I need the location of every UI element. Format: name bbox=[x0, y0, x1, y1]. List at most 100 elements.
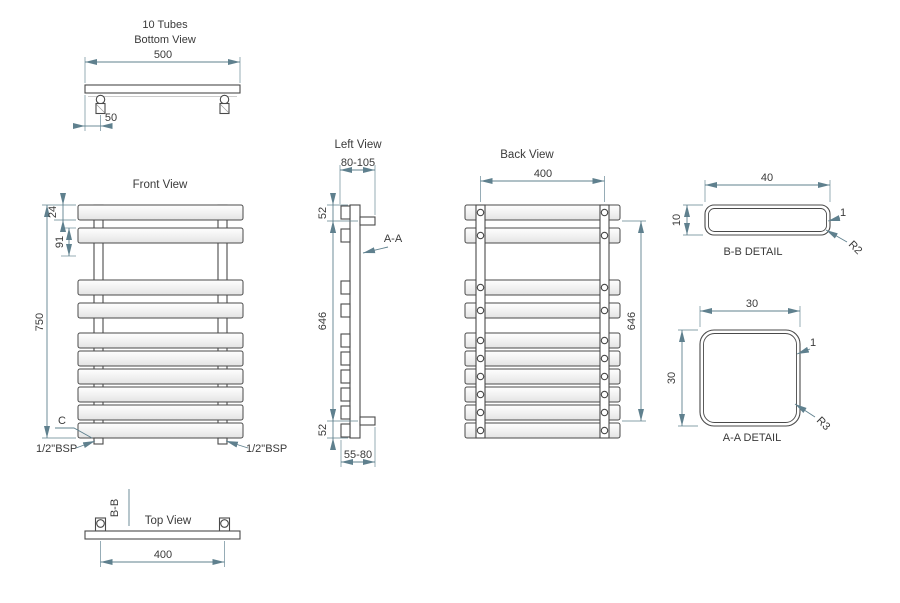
dim-50: 50 bbox=[73, 95, 117, 131]
tube bbox=[77, 332, 244, 349]
tube bbox=[464, 404, 621, 421]
dim-400-top-label: 400 bbox=[154, 549, 172, 561]
aa-detail: 30 30 1 R3 A-A DETAIL bbox=[666, 298, 832, 444]
section-b-b: B-B bbox=[109, 489, 130, 526]
bottom-view-title: Bottom View bbox=[134, 34, 196, 46]
bottom-view-tube-bar bbox=[84, 84, 241, 94]
dim-30-left-label: 30 bbox=[666, 372, 678, 384]
dim-10-label: 10 bbox=[671, 214, 683, 226]
dim-52-bottom: 52 bbox=[317, 409, 348, 450]
dim-750: 750 bbox=[34, 204, 76, 439]
tube-tab bbox=[340, 423, 351, 438]
bsp-left: 1/2"BSP bbox=[36, 440, 96, 455]
dim-30-top-label: 30 bbox=[746, 298, 758, 310]
top-fitting-right bbox=[218, 517, 231, 532]
label-c: C bbox=[55, 415, 93, 439]
tube bbox=[464, 350, 621, 367]
tube bbox=[464, 204, 621, 221]
tube-tab bbox=[340, 405, 351, 420]
dim-80-105: 80-105 bbox=[339, 157, 376, 215]
tube-tab bbox=[340, 387, 351, 402]
dim-wall-aa-label: 1 bbox=[810, 337, 816, 349]
dim-52-bottom-label: 52 bbox=[317, 424, 329, 436]
tube bbox=[464, 227, 621, 244]
top-fitting-left bbox=[94, 517, 107, 532]
dim-r2: R2 bbox=[825, 229, 864, 257]
tube-tab bbox=[340, 303, 351, 318]
tube bbox=[464, 368, 621, 385]
left-view: Left View 80-105 52 646 bbox=[317, 139, 403, 467]
dim-500: 500 bbox=[84, 49, 241, 83]
dim-750-label: 750 bbox=[34, 313, 46, 331]
tube-tab bbox=[340, 228, 351, 243]
tube bbox=[77, 350, 244, 367]
tube-tab bbox=[340, 333, 351, 348]
dim-500-label: 500 bbox=[154, 49, 172, 61]
dim-91-label: 91 bbox=[54, 236, 66, 248]
front-view: Front View 750 24 91 bbox=[34, 179, 287, 455]
dim-24: 24 bbox=[47, 193, 76, 232]
front-view-title: Front View bbox=[133, 179, 188, 191]
front-bottom-fittings bbox=[93, 437, 228, 445]
left-view-rail bbox=[349, 204, 361, 439]
dim-52-top-label: 52 bbox=[317, 207, 329, 219]
dim-646-back-label: 646 bbox=[626, 312, 638, 330]
front-tubes bbox=[77, 204, 244, 439]
left-view-tube-tabs bbox=[340, 205, 351, 438]
section-b-b-label: B-B bbox=[109, 499, 121, 517]
bb-outer-profile bbox=[704, 204, 831, 236]
dim-80-105-label: 80-105 bbox=[341, 157, 375, 169]
dim-646-left: 646 bbox=[317, 221, 358, 422]
aa-outer-profile bbox=[699, 329, 801, 427]
dim-400-back-label: 400 bbox=[534, 168, 552, 180]
tube bbox=[464, 302, 621, 319]
aa-detail-title: A-A DETAIL bbox=[723, 432, 781, 444]
dim-r3-label: R3 bbox=[814, 415, 832, 433]
dim-646-left-label: 646 bbox=[317, 312, 329, 330]
dim-40: 40 bbox=[704, 172, 831, 202]
back-view: Back View 400 646 bbox=[464, 149, 646, 439]
aa-inner-profile bbox=[703, 333, 797, 423]
back-view-title: Back View bbox=[500, 149, 554, 161]
tube bbox=[77, 279, 244, 296]
bsp-right: 1/2"BSP bbox=[225, 440, 287, 455]
tube bbox=[77, 422, 244, 439]
dim-30-left: 30 bbox=[666, 329, 698, 427]
dim-r2-label: R2 bbox=[846, 239, 864, 257]
tube bbox=[77, 368, 244, 385]
dim-wall-bb-label: 1 bbox=[840, 207, 846, 219]
back-rails bbox=[475, 204, 610, 439]
valve-left bbox=[95, 94, 106, 115]
dim-wall-bb: 1 bbox=[827, 207, 846, 222]
section-a-a: A-A bbox=[362, 233, 403, 254]
top-view-tube-bar bbox=[84, 530, 241, 540]
bsp-left-label: 1/2"BSP bbox=[36, 443, 77, 455]
tube-tab bbox=[340, 369, 351, 384]
dim-50-label: 50 bbox=[105, 112, 117, 124]
back-weld-nipples bbox=[476, 208, 609, 435]
bottom-view: 10 Tubes Bottom View 500 50 bbox=[73, 19, 241, 131]
bb-detail: 40 10 1 R2 B-B DETAIL bbox=[671, 172, 864, 258]
bb-detail-title: B-B DETAIL bbox=[723, 246, 782, 258]
dim-91: 91 bbox=[54, 227, 76, 257]
dim-10: 10 bbox=[671, 204, 703, 236]
bsp-right-label: 1/2"BSP bbox=[246, 443, 287, 455]
dim-40-label: 40 bbox=[761, 172, 773, 184]
tube bbox=[464, 422, 621, 439]
tube bbox=[464, 386, 621, 403]
dim-55-80-label: 55-80 bbox=[344, 449, 372, 461]
back-tubes bbox=[464, 204, 621, 439]
tube bbox=[77, 386, 244, 403]
tube bbox=[464, 332, 621, 349]
dim-wall-aa: 1 bbox=[796, 337, 816, 355]
tube bbox=[77, 227, 244, 244]
left-view-title: Left View bbox=[334, 139, 382, 151]
tube bbox=[77, 204, 244, 221]
dim-24-label: 24 bbox=[47, 206, 59, 218]
dim-400-back: 400 bbox=[480, 168, 605, 202]
dim-30-top: 30 bbox=[699, 298, 801, 327]
bb-inner-profile bbox=[708, 208, 827, 232]
wall-brackets bbox=[359, 216, 376, 426]
tube bbox=[77, 302, 244, 319]
